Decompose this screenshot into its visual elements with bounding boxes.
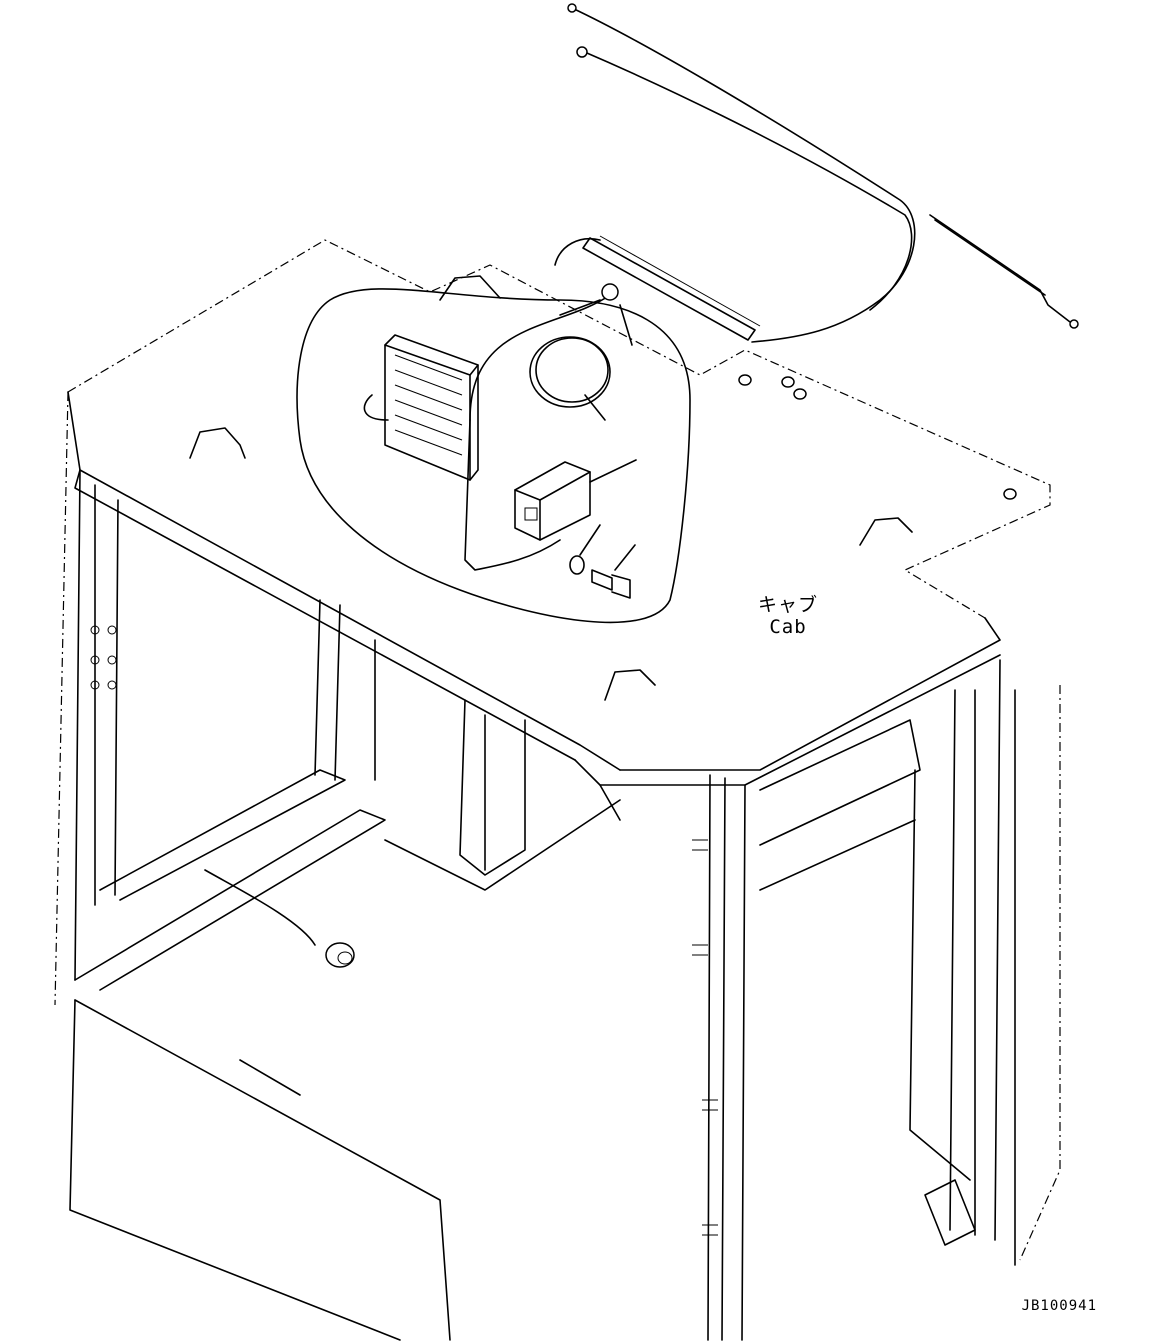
electronic-module bbox=[514, 461, 591, 541]
cab-label-jp: キャブ bbox=[757, 594, 818, 616]
right-front-pillar bbox=[692, 774, 746, 1341]
left-pillar bbox=[54, 391, 119, 1006]
cab-label: キャブ Cab bbox=[748, 594, 828, 638]
leader-lines bbox=[559, 299, 637, 571]
roof-lamp-bar bbox=[554, 235, 761, 341]
drawing-code: JB100941 bbox=[1021, 1298, 1097, 1314]
center-pillar bbox=[384, 699, 621, 891]
cab-label-en: Cab bbox=[769, 616, 807, 638]
overhead-wire-harness bbox=[567, 3, 1079, 343]
cab-roof-outline bbox=[67, 239, 1051, 821]
left-lower-frame bbox=[69, 599, 451, 1341]
washer-and-bolt bbox=[569, 555, 631, 599]
roof-brackets bbox=[189, 275, 1017, 701]
power-socket bbox=[204, 869, 355, 968]
controller-unit bbox=[363, 334, 479, 481]
detail-callout-bubble bbox=[296, 288, 691, 624]
antenna-coil bbox=[464, 283, 619, 571]
right-side-panels bbox=[759, 659, 1061, 1266]
